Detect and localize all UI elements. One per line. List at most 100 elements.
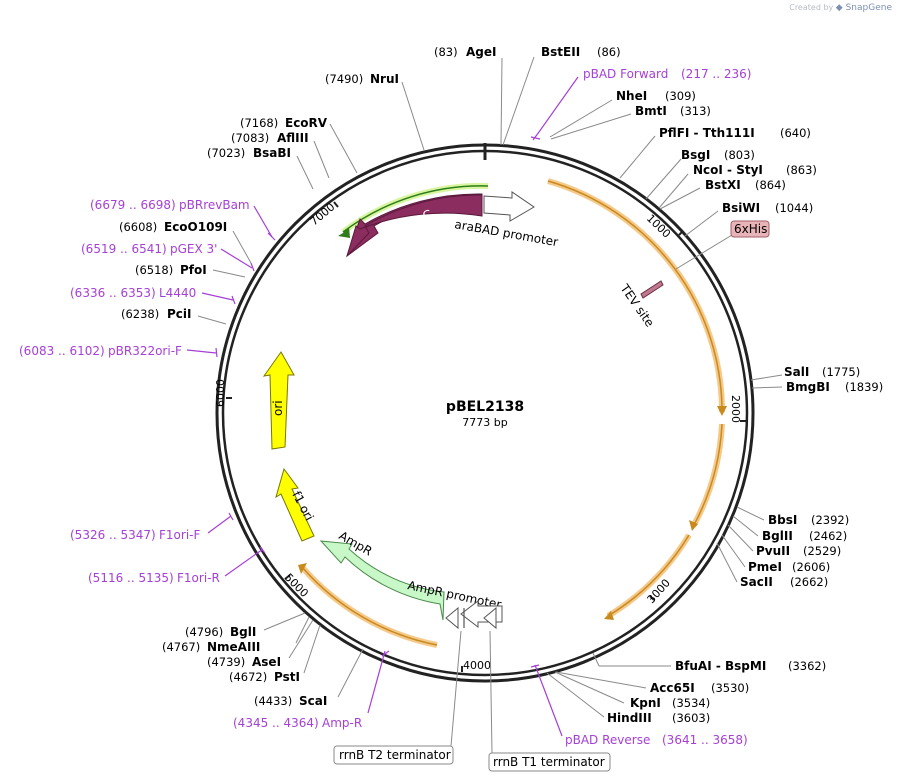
- his-tag-box: [730, 220, 770, 238]
- site-bmgbi-pos: (1839): [845, 380, 883, 394]
- snapgene-brand: Created by ◆ SnapGene: [789, 3, 892, 13]
- leader-bsabi: [296, 155, 314, 190]
- site-bsabi[interactable]: BsaBI: [253, 146, 291, 160]
- site-pmei[interactable]: PmeI: [748, 560, 782, 574]
- tev-site-marker: [640, 280, 664, 299]
- rrnB-T1-box: [488, 752, 611, 772]
- site-ncoi[interactable]: NcoI - StyI: [693, 163, 763, 177]
- site-bbsi[interactable]: BbsI: [768, 513, 797, 527]
- rrnB-T2-box: [333, 745, 454, 765]
- site-kpni[interactable]: KpnI: [630, 696, 661, 710]
- site-bsgi[interactable]: BsgI: [681, 148, 710, 162]
- site-bbsi-pos: (2392): [811, 513, 849, 527]
- site-ecoo109i[interactable]: EcoO109I: [164, 220, 227, 234]
- snapgene-name: SnapGene: [845, 3, 892, 13]
- site-bmti-pos: (313): [680, 104, 711, 118]
- primer-pbad-forward-mark: [530, 136, 541, 140]
- site-bsiwi[interactable]: BsiWI: [722, 201, 760, 215]
- primer-f1ori-f-pos: (5326 .. 5347): [70, 528, 156, 542]
- site-asei-pos: (4739): [207, 655, 245, 669]
- site-pfoi[interactable]: PfoI: [180, 263, 207, 277]
- ampR-arrow: [319, 540, 445, 621]
- orf-1: [547, 180, 723, 413]
- leader-bmgbi: [751, 386, 783, 389]
- leader-scai: [337, 648, 364, 698]
- site-ncoi-name: NcoI: [693, 163, 723, 177]
- primer-pbad-forward[interactable]: pBAD Forward: [583, 67, 668, 81]
- orf-2-head: [689, 520, 698, 531]
- primer-pbr322ori-f-leader: [186, 349, 217, 354]
- tick-label-7000: 7000: [308, 200, 338, 228]
- leader-bsgi: [645, 158, 682, 200]
- snapgene-logo: ◆ SnapGene: [835, 3, 892, 13]
- site-ecorv[interactable]: EcoRV: [285, 116, 328, 130]
- primer-f1ori-r-pos: (5116 .. 5135): [88, 571, 174, 585]
- plasmid-length: 7773 bp: [462, 416, 507, 429]
- rrnB-T1-leader: [489, 630, 493, 754]
- site-psti[interactable]: PstI: [274, 670, 300, 684]
- site-bmgbi[interactable]: BmgBI: [786, 380, 830, 394]
- site-pflfi[interactable]: PflFI - Tth111I: [659, 126, 755, 140]
- site-hindiii[interactable]: HindIII: [607, 711, 652, 725]
- primer-amp-r[interactable]: Amp-R: [322, 716, 362, 730]
- site-bsgi-pos: (803): [724, 148, 755, 162]
- site-pcii[interactable]: PciI: [167, 307, 192, 321]
- site-bstxi[interactable]: BstXI: [705, 178, 741, 192]
- primer-pbad-reverse[interactable]: pBAD Reverse: [565, 733, 650, 747]
- f1-ori-arrow: [275, 467, 315, 542]
- primer-f1ori-r-mark: [259, 546, 266, 554]
- site-bfuai[interactable]: BfuAI - BspMI: [675, 659, 766, 673]
- orf-2: [693, 423, 723, 526]
- site-pflfi-pos: (640): [780, 126, 811, 140]
- site-acc65i[interactable]: Acc65I: [650, 681, 695, 695]
- site-pcii-pos: (6238): [121, 307, 159, 321]
- primer-l4440[interactable]: L4440: [159, 286, 196, 300]
- primer-f1ori-f[interactable]: F1ori-F: [159, 528, 200, 542]
- site-bglii-pos: (2462): [809, 529, 847, 543]
- orf-2-highlight: [691, 423, 725, 527]
- site-bmti[interactable]: BmtI: [635, 104, 667, 118]
- leader-pfoi: [212, 269, 246, 278]
- site-sali[interactable]: SalI: [784, 365, 809, 379]
- site-sacii[interactable]: SacII: [740, 575, 773, 589]
- orf-arrows: [298, 178, 727, 648]
- orf-4: [301, 566, 438, 646]
- primer-pgex3[interactable]: pGEX 3': [170, 242, 217, 256]
- leader-pflfi: [619, 135, 656, 179]
- site-nhei-pos: (309): [665, 89, 696, 103]
- site-bsteii[interactable]: BstEII: [541, 45, 580, 59]
- site-bstxi-pos: (864): [755, 178, 786, 192]
- primer-pbad-forward-leader: [532, 76, 579, 141]
- leader-bmti: [550, 113, 632, 140]
- orf-5: [342, 185, 489, 233]
- site-ncoi-pos: (863): [786, 163, 817, 177]
- leader-bstxi: [659, 187, 701, 210]
- site-bglii[interactable]: BglII: [762, 529, 793, 543]
- site-scai[interactable]: ScaI: [299, 694, 327, 708]
- araC-body: [346, 194, 483, 257]
- site-bfuai-sep: -: [712, 659, 725, 673]
- site-bsabi-pos: (7023): [207, 146, 245, 160]
- leader-psti: [303, 624, 321, 674]
- leader-asei: [288, 619, 314, 659]
- primer-pbad-reverse-leader: [534, 664, 563, 737]
- site-nhei[interactable]: NheI: [616, 89, 647, 103]
- leader-kpni: [554, 671, 625, 704]
- primer-f1ori-r[interactable]: F1ori-R: [177, 571, 220, 585]
- site-nmeaiii[interactable]: NmeAIII: [207, 640, 260, 654]
- primer-pbrrevbam[interactable]: pBRrevBam: [179, 198, 250, 212]
- rrnB-T1-label: rrnB T1 terminator: [493, 755, 605, 769]
- primer-pbad-reverse-pos: (3641 .. 3658): [662, 733, 748, 747]
- site-bgli[interactable]: BglI: [230, 625, 256, 639]
- site-agei[interactable]: AgeI: [466, 45, 496, 59]
- site-afliii[interactable]: AflIII: [277, 131, 309, 145]
- primer-pbr322ori-f[interactable]: pBR322ori-F: [108, 344, 182, 358]
- site-leader-lines: [197, 56, 783, 718]
- site-pvuii[interactable]: PvuII: [756, 544, 790, 558]
- primer-leaders: [186, 76, 579, 737]
- site-asei[interactable]: AseI: [252, 655, 281, 669]
- site-nrui[interactable]: NruI: [370, 72, 399, 86]
- leader-nrui: [401, 81, 425, 151]
- primer-f1ori-f-mark: [228, 512, 234, 521]
- primer-amp-r-leader: [367, 650, 386, 714]
